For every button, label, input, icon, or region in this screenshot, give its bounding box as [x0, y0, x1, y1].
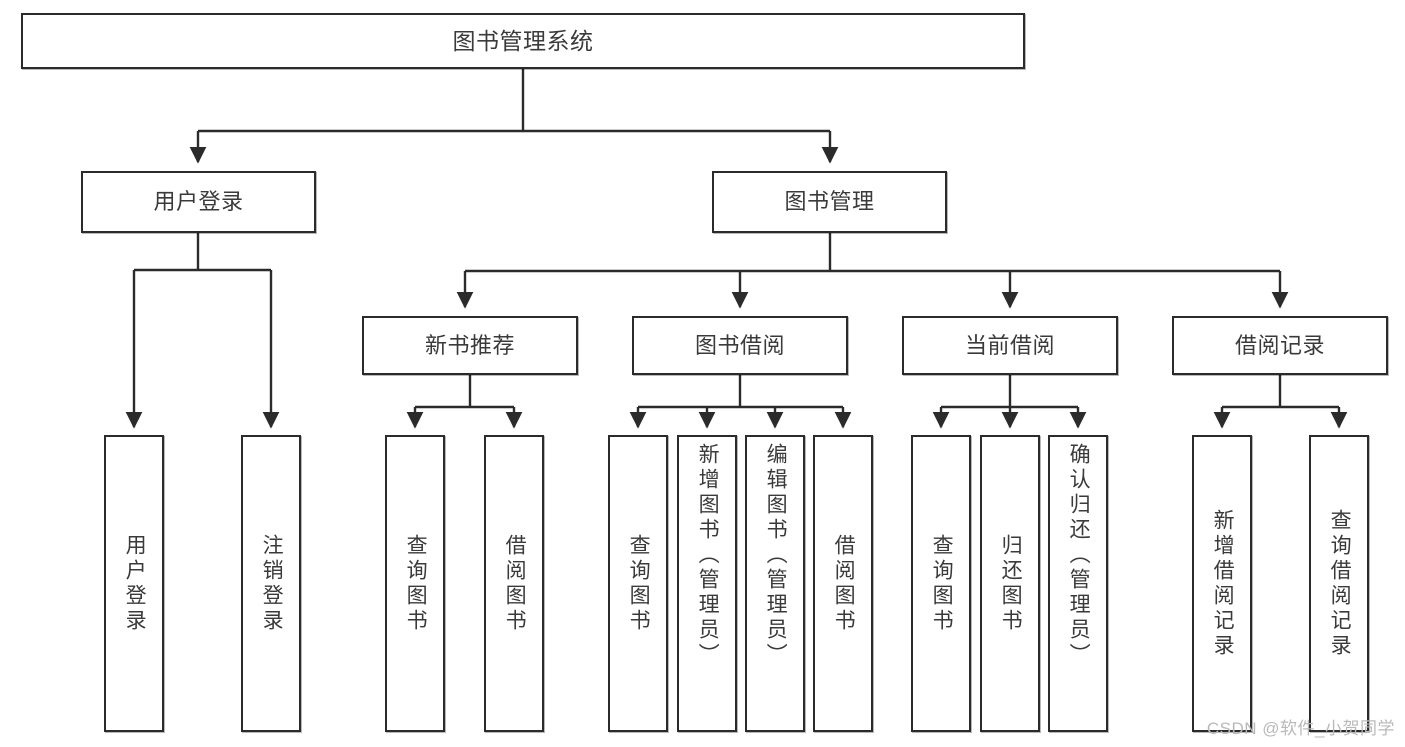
node-label: 当前借阅 — [964, 332, 1055, 358]
leaf-current-borrow-confirm-return[interactable]: 确认归还（管理员） — [1048, 435, 1108, 732]
leaf-user-login-login[interactable]: 用户登录 — [104, 435, 164, 732]
node-book-manage[interactable]: 图书管理 — [712, 171, 947, 233]
node-label: 新增图书（管理员） — [696, 443, 720, 668]
node-label: 图书管理 — [784, 189, 875, 214]
node-label: 用户登录 — [123, 533, 147, 634]
node-label: 借阅记录 — [1234, 332, 1325, 358]
leaf-borrow-record-add[interactable]: 新增借阅记录 — [1192, 435, 1252, 732]
node-label: 注销登录 — [260, 533, 284, 634]
leaf-borrow-record-query[interactable]: 查询借阅记录 — [1309, 435, 1369, 732]
leaf-book-borrow-edit[interactable]: 编辑图书（管理员） — [745, 435, 805, 732]
leaf-current-borrow-return[interactable]: 归还图书 — [980, 435, 1040, 732]
node-label: 编辑图书（管理员） — [764, 443, 788, 668]
node-label: 图书借阅 — [694, 332, 785, 358]
watermark-text: CSDN @软件_小贺同学 — [1206, 719, 1395, 738]
node-label: 借阅图书 — [503, 533, 527, 634]
node-root-system[interactable]: 图书管理系统 — [21, 13, 1025, 69]
node-label: 确认归还（管理员） — [1067, 443, 1091, 668]
node-new-book-recommend[interactable]: 新书推荐 — [362, 316, 578, 375]
node-borrow-record[interactable]: 借阅记录 — [1172, 316, 1388, 375]
node-current-borrow[interactable]: 当前借阅 — [902, 316, 1118, 375]
node-user-login[interactable]: 用户登录 — [81, 171, 316, 233]
node-label: 查询图书 — [930, 533, 954, 634]
leaf-user-login-logout[interactable]: 注销登录 — [241, 435, 301, 732]
node-label: 用户登录 — [153, 189, 244, 214]
node-label: 查询图书 — [404, 533, 428, 634]
leaf-book-borrow-borrow[interactable]: 借阅图书 — [813, 435, 873, 732]
leaf-book-borrow-query[interactable]: 查询图书 — [608, 435, 668, 732]
leaf-new-book-borrow[interactable]: 借阅图书 — [484, 435, 544, 732]
leaf-current-borrow-query[interactable]: 查询图书 — [911, 435, 971, 732]
node-label: 图书管理系统 — [452, 27, 594, 54]
node-label: 新书推荐 — [424, 332, 515, 358]
leaf-book-borrow-add[interactable]: 新增图书（管理员） — [677, 435, 737, 732]
node-label: 查询借阅记录 — [1328, 508, 1352, 659]
node-book-borrow[interactable]: 图书借阅 — [632, 316, 848, 375]
node-label: 借阅图书 — [832, 533, 856, 634]
node-label: 查询图书 — [627, 533, 651, 634]
node-label: 新增借阅记录 — [1211, 508, 1235, 659]
node-label: 归还图书 — [999, 533, 1023, 634]
leaf-new-book-query[interactable]: 查询图书 — [385, 435, 445, 732]
